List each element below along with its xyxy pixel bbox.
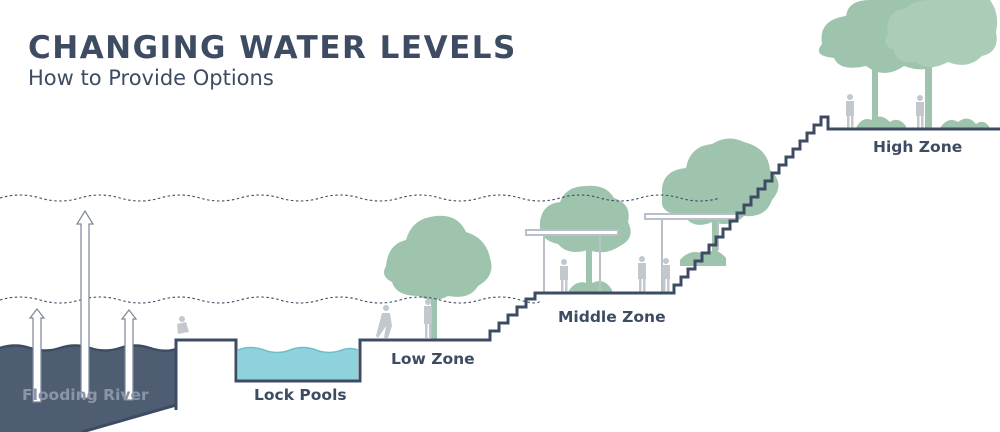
arrow-up-icon	[75, 209, 95, 399]
zone-label-high-zone: High Zone	[873, 138, 963, 156]
person-middle-2	[638, 256, 646, 292]
tree-upper-slope	[661, 138, 779, 266]
water-level-lines	[0, 194, 721, 304]
rising-arrows	[28, 209, 138, 403]
zone-label-low-zone: Low Zone	[391, 350, 475, 368]
people	[177, 94, 924, 338]
ground-profile	[174, 115, 1000, 410]
tree-middle	[539, 185, 631, 294]
shrubs-high	[856, 116, 990, 130]
tree-low	[384, 215, 492, 340]
pergola-middle	[525, 229, 619, 293]
person-crouching	[177, 316, 189, 334]
page-subtitle: How to Provide Options	[28, 66, 274, 90]
person-middle-3	[662, 258, 670, 292]
person-high-1	[846, 94, 854, 129]
page-title: CHANGING WATER LEVELS	[28, 30, 517, 66]
lock-pool-water	[237, 346, 359, 380]
person-walking-low	[376, 305, 392, 338]
person-high-2	[916, 95, 924, 129]
zone-label-flooding-river: Flooding River	[22, 386, 149, 404]
person-standing-low	[424, 299, 432, 338]
arrow-up-icon	[120, 309, 138, 401]
person-middle-1	[560, 259, 568, 292]
zone-label-middle-zone: Middle Zone	[558, 308, 666, 326]
zone-label-lock-pools: Lock Pools	[254, 386, 347, 404]
tree-high-right	[885, 0, 998, 130]
river-bank	[81, 403, 177, 432]
arrow-up-icon	[28, 308, 46, 403]
water-level-high	[0, 194, 721, 202]
